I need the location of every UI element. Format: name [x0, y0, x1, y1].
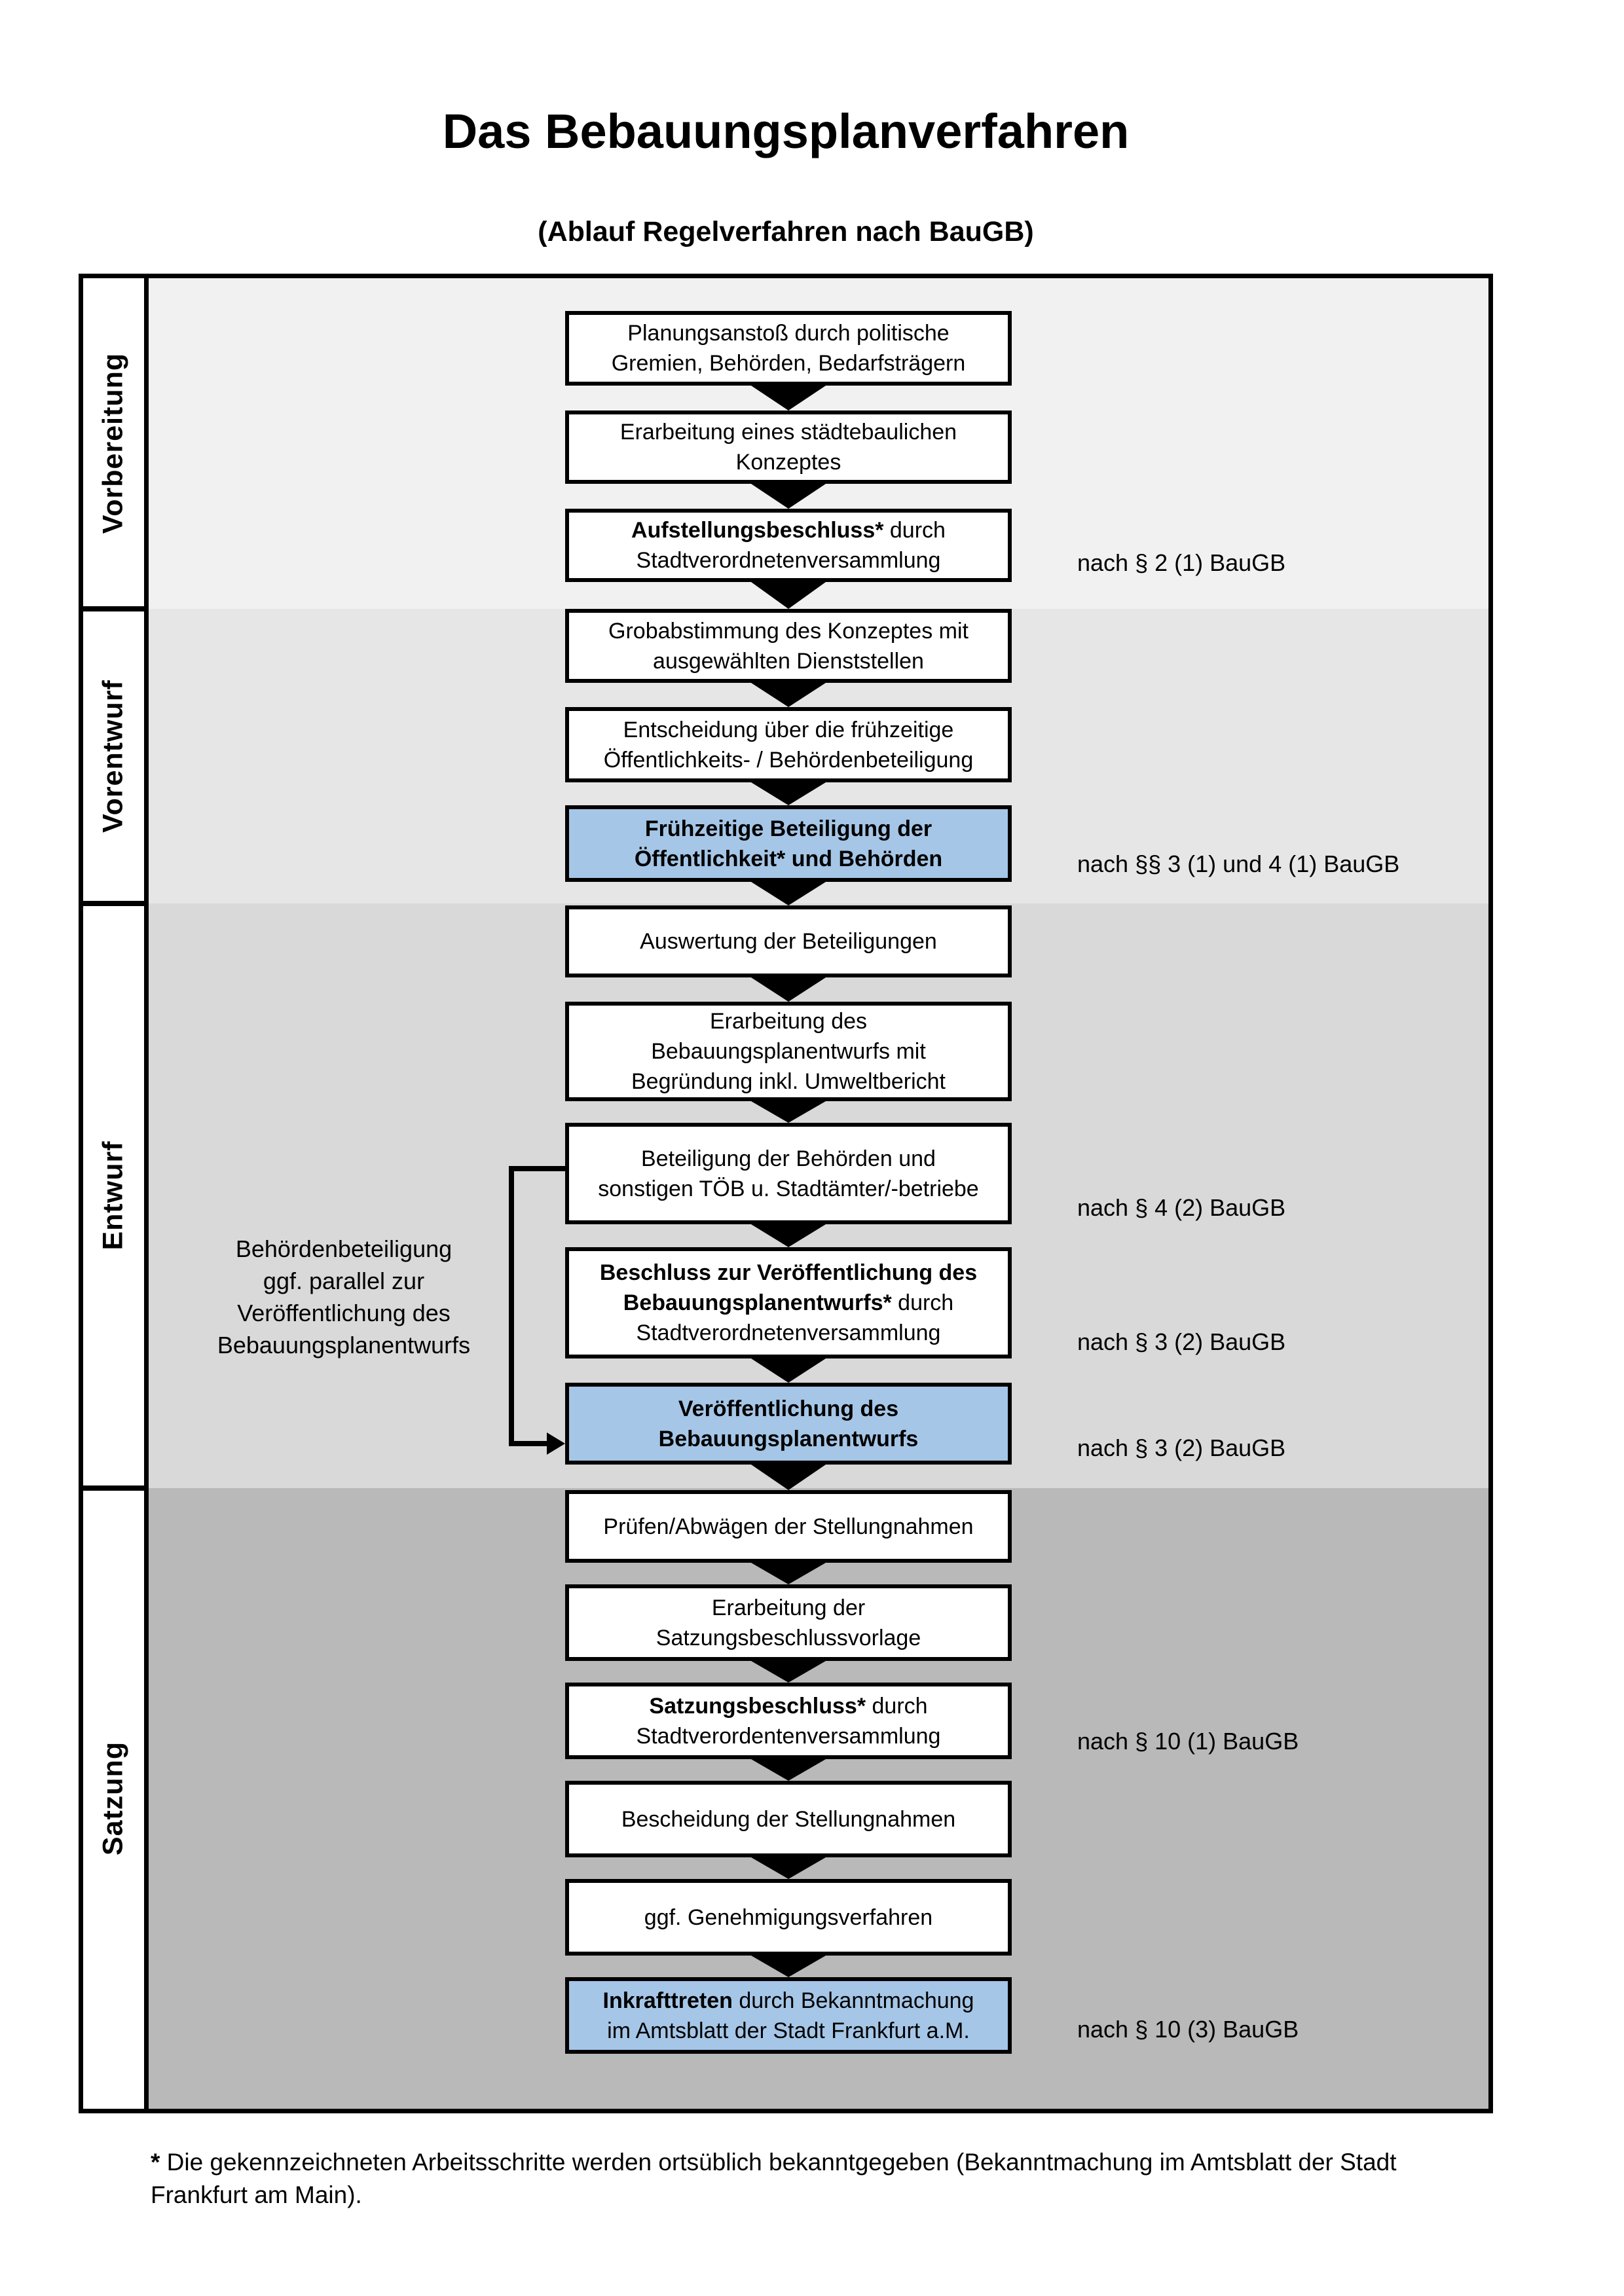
box-line: im Amtsblatt der Stadt Frankfurt a.M. [607, 2018, 970, 2043]
phase-divider-2 [83, 901, 149, 906]
page-title: Das Bebauungsplanverfahren [442, 104, 1130, 158]
box-line: Auswertung der Beteiligungen [640, 929, 937, 954]
phase-label-vorentwurf: Vorentwurf [97, 680, 129, 833]
page-subtitle: (Ablauf Regelverfahren nach BauGB) [538, 216, 1034, 247]
label-column-divider [144, 278, 149, 2109]
flow-box-beschluss-veroeffentlichung: Beschluss zur Veröffentlichung des Bebau… [565, 1247, 1012, 1358]
box-line: Grobabstimmung des Konzeptes mit [608, 618, 969, 644]
down-arrow-icon [751, 1358, 826, 1383]
box-line: Beschluss zur Veröffentlichung des [599, 1260, 978, 1285]
down-arrow-icon [751, 782, 826, 805]
flow-box-bescheidung-stellungnahmen: Bescheidung der Stellungnahmen [565, 1781, 1012, 1857]
box-line: Inkrafttreten durch Bekanntmachung [602, 1988, 974, 2013]
box-line: Öffentlichkeits- / Behördenbeteiligung [603, 747, 974, 773]
flow-box-auswertung-beteiligungen: Auswertung der Beteiligungen [565, 905, 1012, 977]
box-line: Konzeptes [735, 450, 841, 475]
flow-box-erarbeitung-bebauungsplanentwurf: Erarbeitung des Bebauungsplanentwurfs mi… [565, 1002, 1012, 1101]
connector-line [509, 1166, 514, 1446]
box-line: Bescheidung der Stellungnahmen [621, 1806, 956, 1832]
down-arrow-icon [751, 1465, 826, 1490]
down-arrow-icon [751, 977, 826, 1002]
legal-ref: nach § 4 (2) BauGB [1077, 1194, 1286, 1221]
down-arrow-icon [751, 484, 826, 509]
down-arrow-icon [751, 1759, 826, 1781]
box-line: Bebauungsplanentwurfs* durch [623, 1290, 954, 1315]
down-arrow-icon [751, 1224, 826, 1247]
box-line: Stadtverordnetenversammlung [636, 548, 941, 573]
connector-line [509, 1441, 551, 1446]
down-arrow-icon [751, 1857, 826, 1879]
footnote-text: Die gekennzeichneten Arbeitsschritte wer… [151, 2149, 1397, 2208]
flow-box-planungsanstoss: Planungsanstoß durch politische Gremien,… [565, 311, 1012, 386]
box-line: Erarbeitung des [709, 1009, 868, 1034]
flow-box-erarbeitung-satzungsbeschlussvorlage: Erarbeitung der Satzungsbeschlussvorlage [565, 1584, 1012, 1661]
phase-label-entwurf: Entwurf [97, 1140, 129, 1250]
down-arrow-icon [751, 1956, 826, 1977]
flow-box-satzungsbeschluss: Satzungsbeschluss* durch Stadtverordente… [565, 1683, 1012, 1759]
legal-ref: nach § 2 (1) BauGB [1077, 549, 1286, 576]
box-line: Erarbeitung eines städtebaulichen [619, 420, 957, 445]
down-arrow-icon [751, 1563, 826, 1584]
box-line: Beteiligung der Behörden und [641, 1146, 936, 1171]
footnote: * Die gekennzeichneten Arbeitsschritte w… [151, 2146, 1460, 2212]
phase-label-satzung: Satzung [97, 1741, 129, 1856]
flow-box-behoerdenbeteiligung-toeb: Beteiligung der Behörden und sonstigen T… [565, 1123, 1012, 1224]
box-line: Bebauungsplanentwurfs mit [651, 1039, 926, 1064]
flow-box-staedtebauliches-konzept: Erarbeitung eines städtebaulichen Konzep… [565, 410, 1012, 484]
box-line: Planungsanstoß durch politische [627, 321, 950, 346]
box-line: Satzungsbeschluss* durch [649, 1693, 928, 1719]
side-note-line: Behördenbeteiligung [235, 1235, 452, 1262]
phase-divider-1 [83, 606, 149, 611]
phase-divider-3 [83, 1485, 149, 1491]
connector-arrow-icon [547, 1432, 565, 1455]
box-line: ggf. Genehmigungsverfahren [644, 1904, 933, 1930]
down-arrow-icon [751, 582, 826, 609]
down-arrow-icon [751, 1101, 826, 1123]
flowchart: Vorbereitung Vorentwurf Entwurf Satzung … [79, 274, 1493, 2113]
flow-box-inkrafttreten: Inkrafttreten durch Bekanntmachung im Am… [565, 1977, 1012, 2054]
side-note-line: Bebauungsplanentwurfs [217, 1332, 471, 1358]
box-line: Begründung inkl. Umweltbericht [631, 1069, 946, 1094]
down-arrow-icon [751, 1661, 826, 1683]
box-line: Entscheidung über die frühzeitige [623, 717, 954, 742]
flow-box-fruehzeitige-beteiligung: Frühzeitige Beteiligung der Öffentlichke… [565, 805, 1012, 882]
down-arrow-icon [751, 882, 826, 905]
box-line: Satzungsbeschlussvorlage [655, 1625, 921, 1650]
connector-line [509, 1166, 565, 1171]
side-note-line: ggf. parallel zur [263, 1267, 425, 1294]
box-line: sonstigen TÖB u. Stadtämter/-betriebe [598, 1176, 979, 1201]
down-arrow-icon [751, 386, 826, 410]
side-note-line: Veröffentlichung des [237, 1300, 451, 1326]
legal-ref: nach § 3 (2) BauGB [1077, 1434, 1286, 1461]
legal-ref: nach § 10 (3) BauGB [1077, 2016, 1299, 2043]
flow-box-entscheidung-fruehzeitige-beteiligung: Entscheidung über die frühzeitige Öffent… [565, 707, 1012, 782]
box-line: Öffentlichkeit* und Behörden [634, 846, 943, 871]
box-line: ausgewählten Dienststellen [653, 648, 924, 674]
box-line: Gremien, Behörden, Bedarfsträgern [611, 351, 966, 376]
legal-ref: nach § 3 (2) BauGB [1077, 1328, 1286, 1355]
legal-ref: nach §§ 3 (1) und 4 (1) BauGB [1077, 850, 1400, 877]
flow-box-grobabstimmung: Grobabstimmung des Konzeptes mit ausgewä… [565, 609, 1012, 683]
side-note: Behördenbeteiligung ggf. parallel zur Ve… [180, 1233, 507, 1361]
box-line: Erarbeitung der [711, 1595, 866, 1620]
box-line: Aufstellungsbeschluss* durch [631, 518, 946, 543]
flow-box-veroeffentlichung-bebauungsplanentwurf: Veröffentlichung des Bebauungsplanentwur… [565, 1383, 1012, 1465]
flow-box-pruefen-abwaegen-stellungnahmen: Prüfen/Abwägen der Stellungnahmen [565, 1490, 1012, 1563]
box-line: Stadtverordentenversammlung [636, 1723, 941, 1749]
box-line: Prüfen/Abwägen der Stellungnahmen [603, 1514, 974, 1539]
legal-ref: nach § 10 (1) BauGB [1077, 1728, 1299, 1755]
down-arrow-icon [751, 683, 826, 707]
box-line: Veröffentlichung des [678, 1396, 899, 1421]
phase-label-vorbereitung: Vorbereitung [97, 352, 129, 534]
box-line: Bebauungsplanentwurfs [658, 1426, 919, 1451]
flow-box-aufstellungsbeschluss: Aufstellungsbeschluss* durch Stadtverord… [565, 509, 1012, 582]
box-line: Stadtverordnetenversammlung [636, 1321, 941, 1345]
box-line: Frühzeitige Beteiligung der [644, 816, 932, 841]
flow-box-genehmigungsverfahren: ggf. Genehmigungsverfahren [565, 1879, 1012, 1956]
footnote-marker: * [151, 2149, 160, 2176]
